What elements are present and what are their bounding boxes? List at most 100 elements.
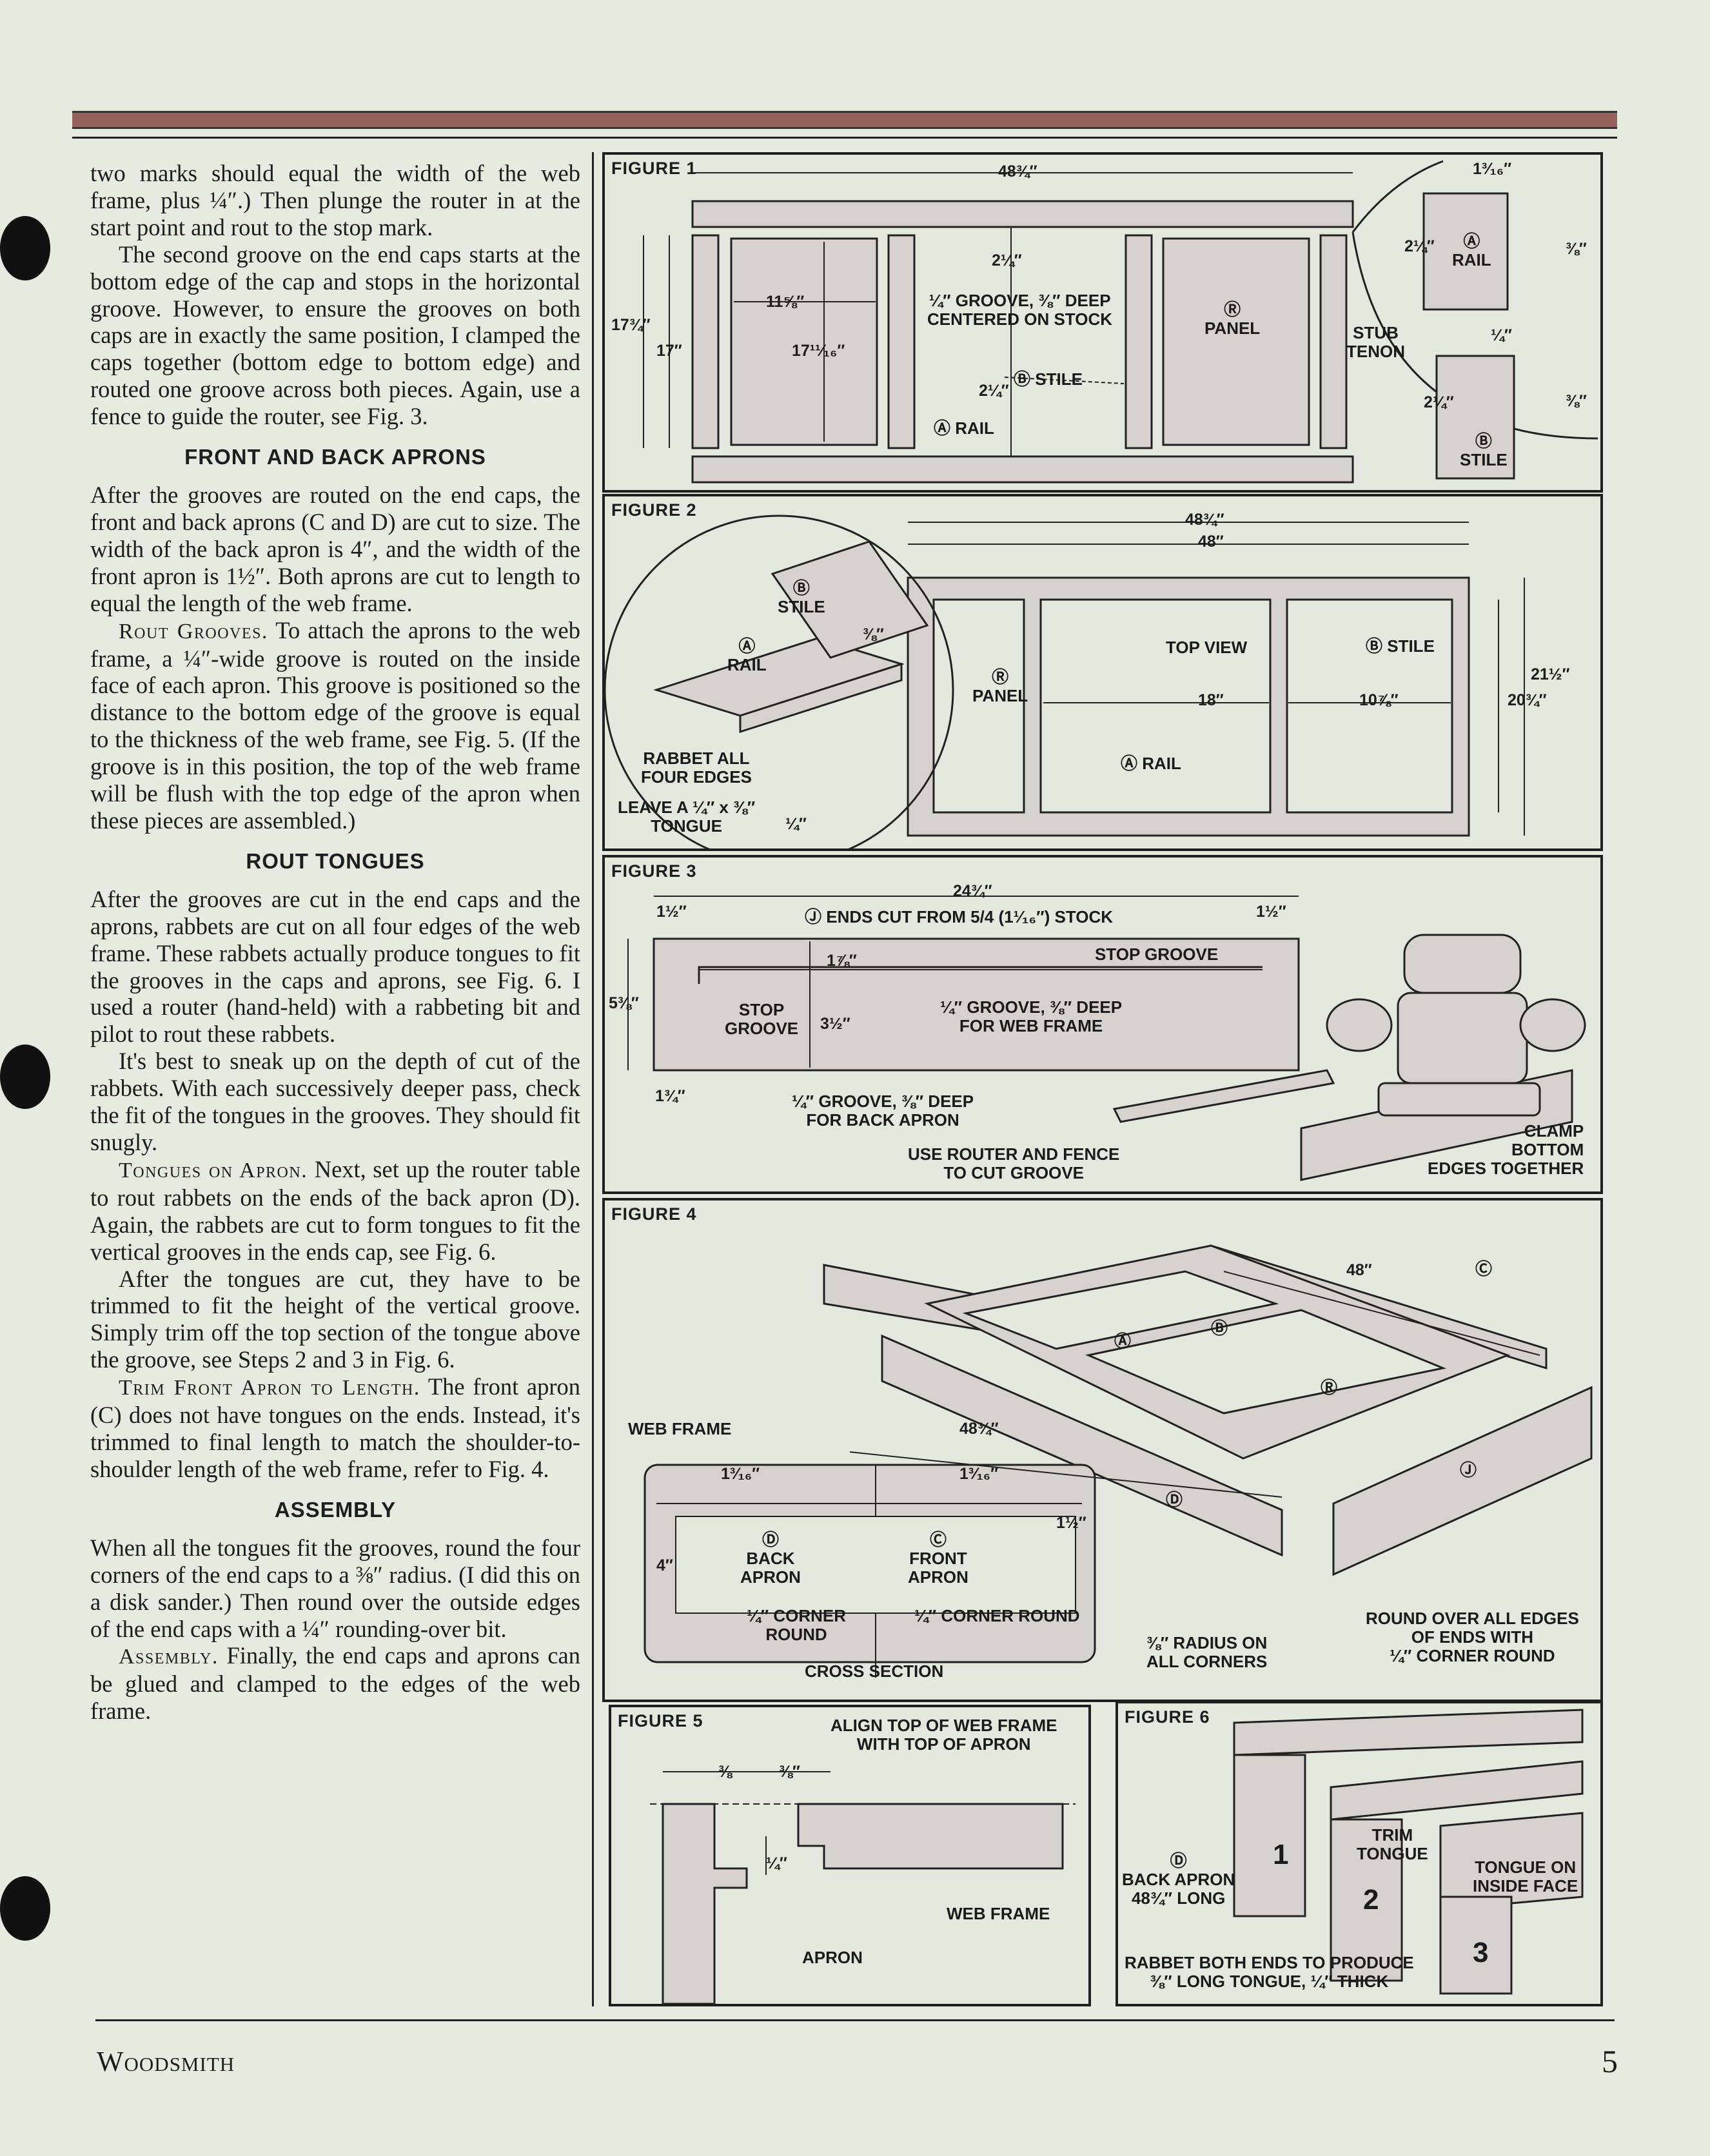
dim-height: 5⅜″ xyxy=(609,994,639,1012)
dim-groove-offset: ⅜ xyxy=(718,1763,732,1781)
run-in-heading: Tongues on Apron. xyxy=(119,1158,308,1182)
figure-6-drawing xyxy=(1233,1709,1584,1995)
figure-3: FIGURE 3 24¾″ 1½″ 1½″ 5⅜″ 1⅞″ 3½″ 1¾″ Ⓙ … xyxy=(602,855,1603,1194)
dim-cs-left: 1³⁄₁₆″ xyxy=(721,1465,760,1483)
paragraph: two marks should equal the width of the … xyxy=(90,160,580,240)
dim-groove-width: ¼″ xyxy=(766,1854,787,1872)
section-heading-assembly: ASSEMBLY xyxy=(274,1497,397,1522)
part-a: Ⓐ xyxy=(1114,1331,1132,1351)
dim-length: 24¾″ xyxy=(953,882,992,900)
figure-2: FIGURE 2 48¾″ 48″ 21½″ 20¾″ 18″ 10⅞″ ⅜″ xyxy=(602,494,1603,851)
dim-4834: 48¾″ xyxy=(959,1420,999,1438)
dim-bottom-offset: 1¾″ xyxy=(655,1087,685,1105)
footer-rule xyxy=(95,2019,1615,2021)
dim-groove-depth: ⅜″ xyxy=(779,1763,800,1781)
figure-4: FIGURE 4 48″ 48¾″ WEB FRAME 1³⁄₁₆″ 1³⁄₁₆… xyxy=(602,1198,1603,1702)
part-d: Ⓓ xyxy=(1166,1490,1183,1509)
paragraph: It's best to sneak up on the depth of cu… xyxy=(90,1048,580,1155)
run-in-heading: Assembly. xyxy=(119,1645,219,1669)
paragraph: Trim Front Apron to Length. The front ap… xyxy=(90,1373,580,1482)
stile-callout: Ⓑ STILE xyxy=(1366,636,1435,656)
paragraph: After the grooves are routed on the end … xyxy=(90,482,580,616)
paragraph: Tongues on Apron. Next, set up the route… xyxy=(90,1155,581,1265)
figure-3-drawing xyxy=(627,896,1586,1181)
figure-1-drawing xyxy=(643,160,1598,484)
detail-dim-top: 1³⁄₁₆″ xyxy=(1473,160,1512,178)
run-in-heading: Rout Grooves. xyxy=(119,619,268,643)
figure-1: FIGURE 1 48¾″ 17¾″ 17″ xyxy=(602,152,1603,493)
dim-outer-width: 48¾″ xyxy=(1185,511,1224,529)
paragraph: Assembly. Finally, the end caps and apro… xyxy=(90,1642,580,1725)
dim-detail-14: ¼″ xyxy=(785,815,807,833)
dim-panel-width: 18″ xyxy=(1198,691,1224,709)
part-c: Ⓒ xyxy=(1475,1259,1493,1279)
dim-rail-top: 2¼″ xyxy=(992,251,1022,270)
page-number: 5 xyxy=(1602,2043,1618,2079)
dim-overall-width: 48¾″ xyxy=(998,162,1037,181)
apron-label: APRON xyxy=(802,1948,863,1967)
dim-48: 48″ xyxy=(1346,1261,1372,1279)
figure-title: FIGURE 4 xyxy=(611,1204,697,1224)
cross-section-label: CROSS SECTION xyxy=(805,1661,944,1681)
figure-title: FIGURE 6 xyxy=(1125,1707,1210,1727)
detail-dim-rail: 2¼″ xyxy=(1404,237,1435,255)
header-rule xyxy=(72,137,1617,139)
detail-dim-right: ⅜″ xyxy=(1566,240,1587,258)
section-heading-aprons: FRONT AND BACK APRONS xyxy=(184,445,486,469)
dim-cs-height: 4″ xyxy=(656,1556,673,1574)
dim-inner-width: 48″ xyxy=(1198,533,1224,551)
leave-tongue-callout: LEAVE A ¼″ x ⅜″TONGUE xyxy=(618,798,756,836)
part-j: Ⓙ xyxy=(1460,1460,1477,1480)
dim-left-offset: 1½″ xyxy=(656,903,687,921)
figure-title: FIGURE 5 xyxy=(618,1711,703,1730)
article-text-column: two marks should equal the width of the … xyxy=(90,160,580,1725)
figure-5-drawing xyxy=(650,1771,1076,2004)
paragraph: Rout Grooves. To attach the aprons to th… xyxy=(90,616,580,834)
dim-panel-height: 17¹¹⁄₁₆″ xyxy=(792,342,845,360)
rail-callout: Ⓐ RAIL xyxy=(1121,754,1181,773)
detail-dim-mid: ¼″ xyxy=(1491,326,1512,344)
figure-title: FIGURE 2 xyxy=(611,500,697,520)
paragraph: After the tongues are cut, they have to … xyxy=(90,1265,580,1373)
dim-groove-top: 1⅞″ xyxy=(827,952,857,970)
step-3: 3 xyxy=(1473,1937,1489,1968)
dim-panel-width: 11⅝″ xyxy=(766,293,805,311)
dim-right-offset: 1½″ xyxy=(1256,903,1286,921)
figure-2-drawing xyxy=(605,514,1525,848)
binder-hole-bottom xyxy=(0,1876,50,1941)
detail-dim-right2: ⅜″ xyxy=(1566,392,1587,410)
dim-side-panel: 10⅞″ xyxy=(1359,691,1399,709)
dim-cs-right: 1³⁄₁₆″ xyxy=(959,1465,999,1483)
web-frame-label: WEB FRAME xyxy=(628,1419,732,1438)
dim-detail-38: ⅜″ xyxy=(863,625,884,643)
paragraph: The second groove on the end caps starts… xyxy=(90,240,580,430)
part-b: Ⓑ xyxy=(1211,1318,1228,1338)
dim-outer-height: 21½″ xyxy=(1531,665,1570,683)
figure-4-drawing xyxy=(644,1244,1593,1678)
paragraph: After the grooves are cut in the end cap… xyxy=(90,885,580,1048)
ends-callout: Ⓙ ENDS CUT FROM 5/4 (1¹⁄₁₆″) STOCK xyxy=(805,907,1114,926)
dim-height-inner: 17″ xyxy=(656,342,682,360)
run-in-heading: Trim Front Apron to Length. xyxy=(119,1376,420,1400)
binder-hole-top xyxy=(0,216,50,280)
dim-rail-bottom: 2¼″ xyxy=(979,382,1009,400)
